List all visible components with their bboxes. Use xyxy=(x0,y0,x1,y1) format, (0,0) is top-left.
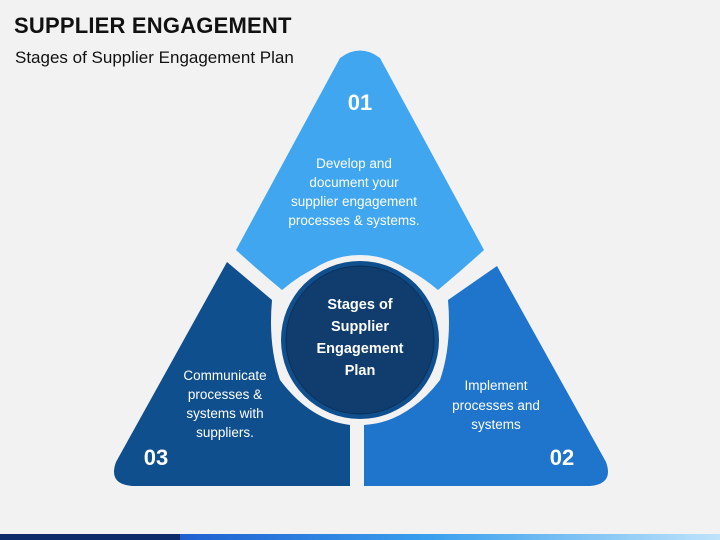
segment-03-line-2: processes & xyxy=(188,387,262,402)
segment-02-line-2: processes and xyxy=(452,398,540,413)
footer-accent-bar xyxy=(0,534,720,540)
segment-01-line-1: Develop and xyxy=(316,156,392,171)
segment-03-line-3: systems with xyxy=(186,406,263,421)
page-title: SUPPLIER ENGAGEMENT xyxy=(14,13,292,38)
segment-02-line-1: Implement xyxy=(464,378,527,393)
segment-01-line-2: document your xyxy=(309,175,399,190)
segment-01-shape xyxy=(236,50,484,290)
segment-02-line-3: systems xyxy=(471,417,521,432)
segment-01-line-4: processes & systems. xyxy=(288,213,419,228)
center-circle xyxy=(285,265,435,415)
segment-01-number: 01 xyxy=(348,90,372,115)
page-subtitle: Stages of Supplier Engagement Plan xyxy=(15,48,294,67)
segment-03-number: 03 xyxy=(144,445,168,470)
segment-02-shape xyxy=(364,266,608,486)
segment-01-line-3: supplier engagement xyxy=(291,194,417,209)
segment-03-line-1: Communicate xyxy=(183,368,266,383)
segment-03-line-4: suppliers. xyxy=(196,425,254,440)
center-line-1: Stages of xyxy=(327,297,392,313)
segment-03-shape xyxy=(114,262,350,486)
segment-02-number: 02 xyxy=(550,445,574,470)
center-line-4: Plan xyxy=(345,363,376,379)
center-line-3: Engagement xyxy=(316,341,403,357)
center-line-2: Supplier xyxy=(331,319,389,335)
